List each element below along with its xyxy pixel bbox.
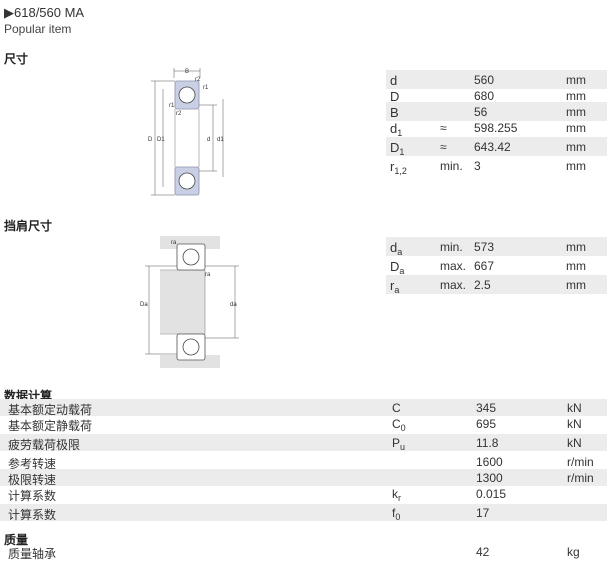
calculation-row: 计算系数 kr 0.015 <box>0 485 607 503</box>
calculation-value: 1600 <box>476 455 503 469</box>
calculation-label: 计算系数 <box>8 489 57 503</box>
abutment-value: 2.5 <box>474 278 491 292</box>
dimension-symbol: r1,2 <box>390 159 407 176</box>
dimension-qualifier: ≈ <box>440 121 447 135</box>
calculation-symbol: Pu <box>392 436 406 452</box>
dimension-unit: mm <box>566 105 586 119</box>
calculation-label: 极限转速 <box>8 473 57 487</box>
page-title: ▶618/560 MA <box>4 5 84 21</box>
section-abutment: 挡肩尺寸 <box>4 219 53 233</box>
product-designation: 618/560 MA <box>14 5 85 20</box>
calculation-symbol: f0 <box>392 506 401 522</box>
label-D1: D1 <box>157 137 165 143</box>
abutment-symbol: Da <box>390 259 405 276</box>
dimension-row: r1,2 min. 3 mm <box>386 156 607 176</box>
dimension-value: 598.255 <box>474 121 518 135</box>
abutment-row: Da max. 667 mm <box>386 256 607 276</box>
label-D: D <box>148 137 153 143</box>
dimension-symbol: B <box>390 105 399 120</box>
dimension-unit: mm <box>566 121 586 135</box>
dimension-unit: mm <box>566 89 586 103</box>
label-B: B <box>185 69 189 75</box>
dimension-symbol: D1 <box>390 140 405 157</box>
calculation-row: 基本额定动载荷 C 345 kN <box>0 399 607 417</box>
calculation-symbol: kr <box>392 487 401 503</box>
abutment-qualifier: min. <box>440 240 463 254</box>
dimension-value: 560 <box>474 73 495 87</box>
calculation-row: 基本额定静载荷 C0 695 kN <box>0 415 607 433</box>
abutment-symbol: da <box>390 240 403 257</box>
mass-unit: kg <box>567 545 580 559</box>
calculation-row: 计算系数 f0 17 <box>0 504 607 522</box>
abutment-row: ra max. 2.5 mm <box>386 275 607 295</box>
calculation-label: 基本额定静载荷 <box>8 419 93 433</box>
calculation-unit: kN <box>567 417 582 431</box>
label-d1: d1 <box>217 137 224 143</box>
label-d: d <box>207 137 210 143</box>
label-ra-top: ra <box>171 240 177 246</box>
label-da: da <box>230 302 237 308</box>
abutment-diagram: ra ra Da da <box>140 236 239 368</box>
calculation-symbol: C0 <box>392 417 406 433</box>
dimension-value: 680 <box>474 89 495 103</box>
dimension-row: D 680 mm <box>386 86 607 105</box>
calculation-label: 基本额定动载荷 <box>8 403 93 417</box>
subtitle: Popular item <box>4 22 72 36</box>
dimension-unit: mm <box>566 140 586 154</box>
dimension-value: 56 <box>474 105 488 119</box>
calculation-value: 345 <box>476 401 497 415</box>
calculation-label: 计算系数 <box>8 508 57 522</box>
dimension-row: B 56 mm <box>386 102 607 121</box>
label-r2-inner: r2 <box>176 111 182 117</box>
calculation-label: 参考转速 <box>8 457 57 471</box>
dimension-unit: mm <box>566 159 586 173</box>
dimension-value: 643.42 <box>474 140 511 154</box>
section-dimensions: 尺寸 <box>4 52 29 66</box>
calculation-unit: r/min <box>567 455 594 469</box>
dimension-value: 3 <box>474 159 481 173</box>
bearing-dimension-diagram: B r2 r1 r1 r2 D D1 d d1 <box>148 68 224 196</box>
mass-label: 质量轴承 <box>8 547 57 561</box>
abutment-unit: mm <box>566 278 586 292</box>
dimension-symbol: D <box>390 89 400 104</box>
abutment-row: da min. 573 mm <box>386 237 607 257</box>
calculation-value: 0.015 <box>476 487 507 501</box>
calculation-value: 695 <box>476 417 497 431</box>
mass-row: 质量轴承 42 kg <box>0 543 607 561</box>
play-icon: ▶ <box>4 5 14 20</box>
label-r1-top: r1 <box>203 85 209 91</box>
calculation-row: 极限转速 1300 r/min <box>0 469 607 487</box>
calculation-row: 参考转速 1600 r/min <box>0 453 607 471</box>
label-Da: Da <box>140 302 148 308</box>
section-mass: 质量 <box>4 533 29 547</box>
dimension-unit: mm <box>566 73 586 87</box>
mass-value: 42 <box>476 545 490 559</box>
label-r1-left: r1 <box>169 103 175 109</box>
abutment-value: 667 <box>474 259 495 273</box>
calculation-label: 疲劳载荷极限 <box>8 438 81 452</box>
calculation-symbol: C <box>392 401 401 415</box>
calculation-unit: kN <box>567 436 582 450</box>
calculation-value: 11.8 <box>476 436 499 450</box>
dimension-row: d1 ≈598.255 mm <box>386 118 607 138</box>
abutment-qualifier: max. <box>440 259 467 273</box>
abutment-symbol: ra <box>390 278 400 295</box>
calculation-value: 17 <box>476 506 490 520</box>
dimension-row: D1 ≈643.42 mm <box>386 137 607 157</box>
dimension-symbol: d <box>390 73 398 88</box>
abutment-value: 573 <box>474 240 495 254</box>
dimension-symbol: d1 <box>390 121 403 138</box>
abutment-unit: mm <box>566 240 586 254</box>
abutment-unit: mm <box>566 259 586 273</box>
dimension-qualifier: min. <box>440 159 463 173</box>
calculation-value: 1300 <box>476 471 503 485</box>
label-ra-inner: ra <box>205 272 211 278</box>
dimension-row: d 560 mm <box>386 70 607 89</box>
label-r2-top: r2 <box>195 77 201 83</box>
abutment-qualifier: max. <box>440 278 467 292</box>
dimension-qualifier: ≈ <box>440 140 447 154</box>
calculation-row: 疲劳载荷极限 Pu 11.8 kN <box>0 434 607 452</box>
calculation-unit: r/min <box>567 471 594 485</box>
calculation-unit: kN <box>567 401 582 415</box>
